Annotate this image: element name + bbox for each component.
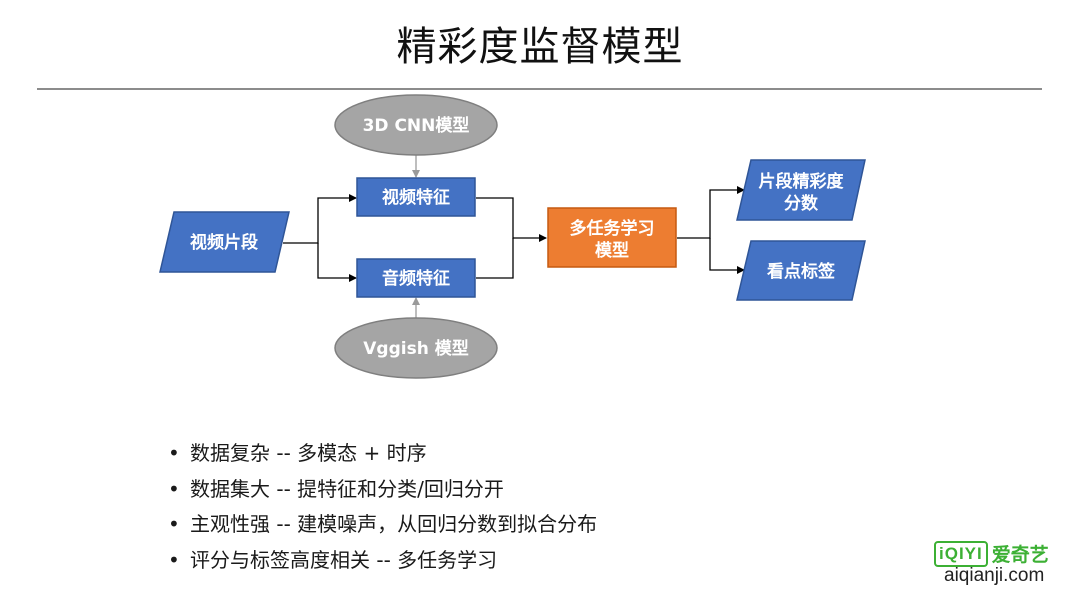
audio-feature-label: 音频特征	[382, 268, 450, 289]
bullet-item: • 评分与标签高度相关 -- 多任务学习	[168, 543, 597, 579]
vggish-model-node: Vggish 模型	[334, 317, 498, 379]
highlight-score-line2: 分数	[784, 193, 819, 214]
flow-diagram: 视频片段 3D CNN模型 视频特征 音频特征 Vggish 模型 多任务学习 …	[159, 94, 866, 379]
video-feature-label: 视频特征	[382, 187, 450, 208]
video-feature-node: 视频特征	[356, 177, 476, 217]
bullet-dot-icon: •	[168, 441, 180, 465]
tags-label: 看点标签	[766, 261, 836, 282]
clip-to-video-feature-arrow	[283, 194, 357, 244]
bullet-text: 评分与标签高度相关 -- 多任务学习	[190, 547, 498, 572]
vggish-model-label: Vggish 模型	[363, 338, 468, 359]
bullet-text: 数据集大 -- 提特征和分类/回归分开	[190, 476, 504, 501]
multitask-label-line1: 多任务学习	[570, 218, 655, 239]
video-feature-to-model-arrow	[476, 197, 547, 242]
highlight-score-line1: 片段精彩度	[759, 171, 845, 192]
cnn-model-node: 3D CNN模型	[334, 94, 498, 156]
bullet-text: 主观性强 -- 建模噪声，从回归分数到拟合分布	[190, 512, 598, 536]
iqiyi-logo-mark: iQIYI	[934, 540, 988, 567]
bullet-dot-icon: •	[168, 547, 180, 572]
watermark: aiqianji.com	[944, 565, 1045, 586]
highlight-score-node: 片段精彩度 分数	[736, 159, 866, 221]
iqiyi-logo: iQIYI 爱奇艺	[934, 540, 1049, 567]
model-to-tags-arrow	[709, 238, 745, 274]
clip-to-audio-feature-arrow	[317, 243, 357, 282]
bullet-list: • 数据复杂 -- 多模态 + 时序 • 数据集大 -- 提特征和分类/回归分开 •…	[168, 436, 597, 578]
title-divider	[37, 88, 1042, 90]
bullet-dot-icon: •	[168, 476, 180, 501]
connectors	[283, 155, 745, 318]
bullet-dot-icon: •	[168, 512, 180, 536]
bullet-text: 数据复杂 -- 多模态 + 时序	[190, 441, 427, 465]
bullet-item: • 主观性强 -- 建模噪声，从回归分数到拟合分布	[168, 507, 597, 543]
video-clip-label: 视频片段	[190, 232, 258, 253]
video-clip-node: 视频片段	[159, 211, 290, 273]
page-title: 精彩度监督模型	[396, 24, 684, 70]
bullet-item: • 数据复杂 -- 多模态 + 时序	[168, 436, 597, 472]
iqiyi-logo-name: 爱奇艺	[991, 544, 1049, 566]
audio-feature-node: 音频特征	[356, 258, 476, 298]
tags-node: 看点标签	[736, 240, 866, 301]
model-to-highlight-arrow	[677, 186, 745, 239]
multitask-label-line2: 模型	[595, 240, 629, 261]
cnn-model-label: 3D CNN模型	[363, 115, 470, 136]
bullet-item: • 数据集大 -- 提特征和分类/回归分开	[168, 472, 597, 508]
multitask-model-node: 多任务学习 模型	[547, 207, 677, 268]
audio-feature-to-model-line	[476, 238, 514, 279]
